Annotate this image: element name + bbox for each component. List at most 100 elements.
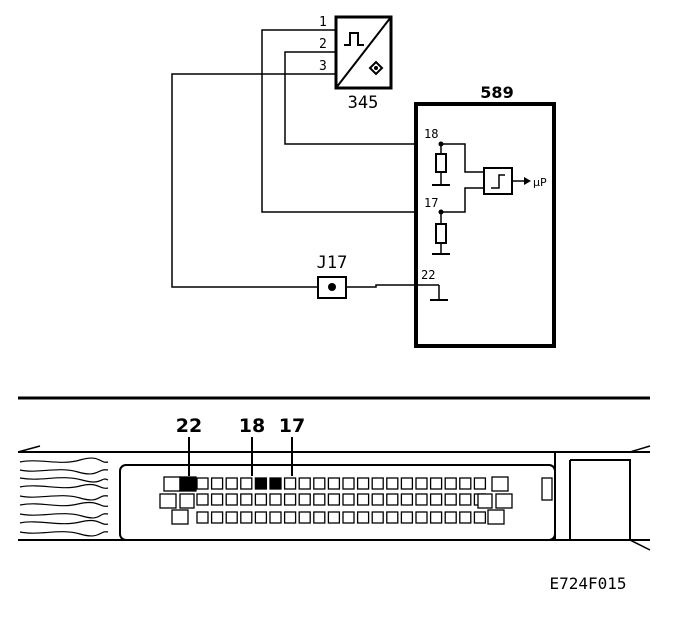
cable-bundle bbox=[19, 457, 109, 537]
connector-pin bbox=[225, 493, 238, 506]
connector-pin bbox=[356, 511, 370, 524]
ecu-output: μP bbox=[533, 176, 547, 189]
connector-pin bbox=[459, 493, 472, 506]
connector-pin bbox=[473, 477, 487, 490]
connector-pin bbox=[298, 493, 311, 506]
connector-pin bbox=[225, 511, 238, 524]
hysteresis-icon bbox=[491, 174, 505, 189]
connector-pin bbox=[371, 477, 384, 490]
connector-pin bbox=[210, 493, 224, 506]
connector-pin bbox=[283, 493, 297, 506]
wire-shield-to-22 bbox=[346, 284, 416, 288]
wire-pin2-to-18 bbox=[284, 51, 441, 145]
connector-pin bbox=[313, 477, 326, 490]
connector-key bbox=[495, 493, 513, 509]
connector-key bbox=[159, 493, 177, 509]
connector-pin bbox=[473, 511, 487, 524]
connector-key bbox=[487, 509, 505, 525]
connector-pin bbox=[342, 493, 355, 506]
connector-pin bbox=[371, 511, 384, 524]
connector-pin bbox=[196, 477, 209, 490]
connector-pin bbox=[240, 477, 253, 490]
connector-pin bbox=[415, 493, 428, 506]
connector-pin bbox=[269, 477, 282, 490]
connector-pin bbox=[298, 477, 311, 490]
connector-pin bbox=[327, 477, 341, 490]
connector-pin bbox=[342, 511, 355, 524]
connector-pin bbox=[429, 511, 443, 524]
rotation-icon bbox=[368, 60, 384, 76]
schmitt-trigger bbox=[483, 167, 513, 195]
connector-latch-tab bbox=[541, 477, 553, 501]
connector-pin bbox=[269, 493, 282, 506]
sensor-pin-1: 1 bbox=[319, 15, 327, 30]
shield-label: J17 bbox=[317, 253, 348, 273]
connector-pin bbox=[459, 511, 472, 524]
shield-j17: J17 bbox=[317, 253, 348, 299]
connector-pin bbox=[429, 493, 443, 506]
connector-pin bbox=[400, 493, 414, 506]
connector-pin bbox=[298, 511, 311, 524]
connector-pin bbox=[313, 493, 326, 506]
resistor-17 bbox=[435, 223, 447, 244]
callout-22: 22 bbox=[176, 415, 202, 437]
connector-pin bbox=[210, 477, 224, 490]
connector-key bbox=[491, 476, 509, 492]
connector-pin bbox=[415, 511, 428, 524]
connector-pin bbox=[400, 511, 414, 524]
callout-17: 17 bbox=[279, 415, 305, 437]
connector-pin bbox=[254, 493, 268, 506]
connector-pin bbox=[240, 511, 253, 524]
wires bbox=[171, 29, 441, 288]
sensor-pin-3: 3 bbox=[319, 59, 327, 74]
connector-pin bbox=[313, 511, 326, 524]
ecu-pin-17: 17 bbox=[424, 196, 438, 210]
sensor-label: 345 bbox=[348, 93, 379, 113]
connector-pin bbox=[254, 477, 268, 490]
shield-dot bbox=[328, 283, 336, 291]
connector-pin bbox=[356, 493, 370, 506]
wire-pin3-to-shield bbox=[171, 73, 336, 288]
latch-outline bbox=[570, 459, 631, 540]
sensor-345: 345 1 2 3 bbox=[319, 15, 393, 113]
sensor-diagonal bbox=[335, 16, 392, 89]
resistor-18 bbox=[435, 153, 447, 173]
connector-key bbox=[179, 493, 195, 509]
connector-pin bbox=[254, 511, 268, 524]
connector-pin bbox=[386, 493, 399, 506]
connector-pin bbox=[400, 477, 414, 490]
square-wave-icon bbox=[344, 32, 364, 46]
ecu-label: 589 bbox=[480, 83, 513, 102]
connector-pin bbox=[415, 477, 428, 490]
connector-pin bbox=[283, 511, 297, 524]
connector-pin bbox=[196, 511, 209, 524]
connector-key bbox=[171, 509, 189, 525]
connector-pin bbox=[327, 511, 341, 524]
connector-pin bbox=[283, 477, 297, 490]
wire-pin1-to-17 bbox=[261, 29, 441, 213]
ecu-pin-18: 18 bbox=[424, 127, 438, 141]
connector-pin bbox=[327, 493, 341, 506]
connector-pin bbox=[459, 477, 472, 490]
output-arrow-icon bbox=[524, 177, 531, 185]
connector-pin bbox=[356, 477, 370, 490]
connector-key bbox=[477, 493, 493, 509]
connector-pin bbox=[429, 477, 443, 490]
connector-pin bbox=[386, 511, 399, 524]
connector-pin bbox=[386, 477, 399, 490]
connector-pin bbox=[225, 477, 238, 490]
connector-pin bbox=[444, 477, 457, 490]
ecu-589: 589 18 17 μP 22 bbox=[414, 83, 556, 348]
connector-pin-22 bbox=[179, 476, 197, 492]
connector-pin bbox=[240, 493, 253, 506]
connector-key bbox=[163, 476, 181, 492]
connector-pin bbox=[444, 511, 457, 524]
ecu-pin-22: 22 bbox=[421, 268, 435, 282]
pin-grid bbox=[159, 476, 553, 525]
connector-pin bbox=[196, 493, 209, 506]
connector-pin bbox=[269, 511, 282, 524]
sensor-pin-2: 2 bbox=[319, 37, 327, 52]
connector-pin bbox=[444, 493, 457, 506]
